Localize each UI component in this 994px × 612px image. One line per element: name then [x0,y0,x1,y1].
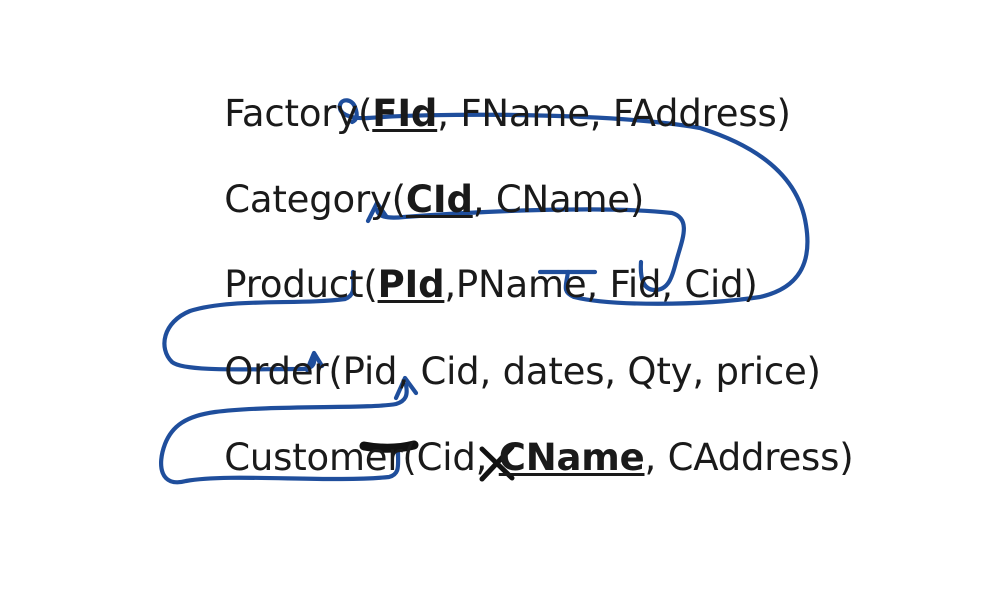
attribute-customer-cname: CName [498,436,645,479]
relation-factory: Factory(FId, FName, FAddress) [178,58,791,169]
relation-name-factory: Factory [224,92,359,135]
paren-close-order: ) [806,350,821,393]
attributes-category-rest: , CName [472,178,630,221]
relation-customer: Customer(Cid, CName, CAddress) [178,402,853,513]
relation-category: Category(CId, CName) [178,144,644,255]
relation-name-category: Category [224,178,392,221]
paren-close-factory: ) [776,92,791,135]
attribute-product-pid: PId [377,263,445,306]
paren-open-order: ( [328,350,343,393]
paren-close-customer: ) [839,436,854,479]
relation-name-order: Order [224,350,329,393]
attribute-factory-fid: FId [372,92,438,135]
attribute-category-cid: CId [405,178,473,221]
paren-open-category: ( [391,178,406,221]
attributes-order: Pid, Cid, dates, Qty, price [342,350,807,393]
attributes-factory-rest: , FName, FAddress [437,92,777,135]
relation-order: Order(Pid, Cid, dates, Qty, price) [178,316,821,427]
attribute-customer-cid: Cid, [416,436,499,479]
paren-close-category: ) [629,178,645,221]
relation-product: Product(PId,PName, Fid, Cid) [178,229,758,340]
paren-open-customer: ( [402,436,417,479]
paren-open-product: ( [363,263,378,306]
relation-name-product: Product [224,263,364,306]
relation-name-customer: Customer [224,436,403,479]
attributes-customer-rest: , CAddress [644,436,840,479]
attributes-product-rest: ,PName, Fid, Cid [444,263,744,306]
paren-open-factory: ( [358,92,373,135]
paren-close-product: ) [743,263,758,306]
